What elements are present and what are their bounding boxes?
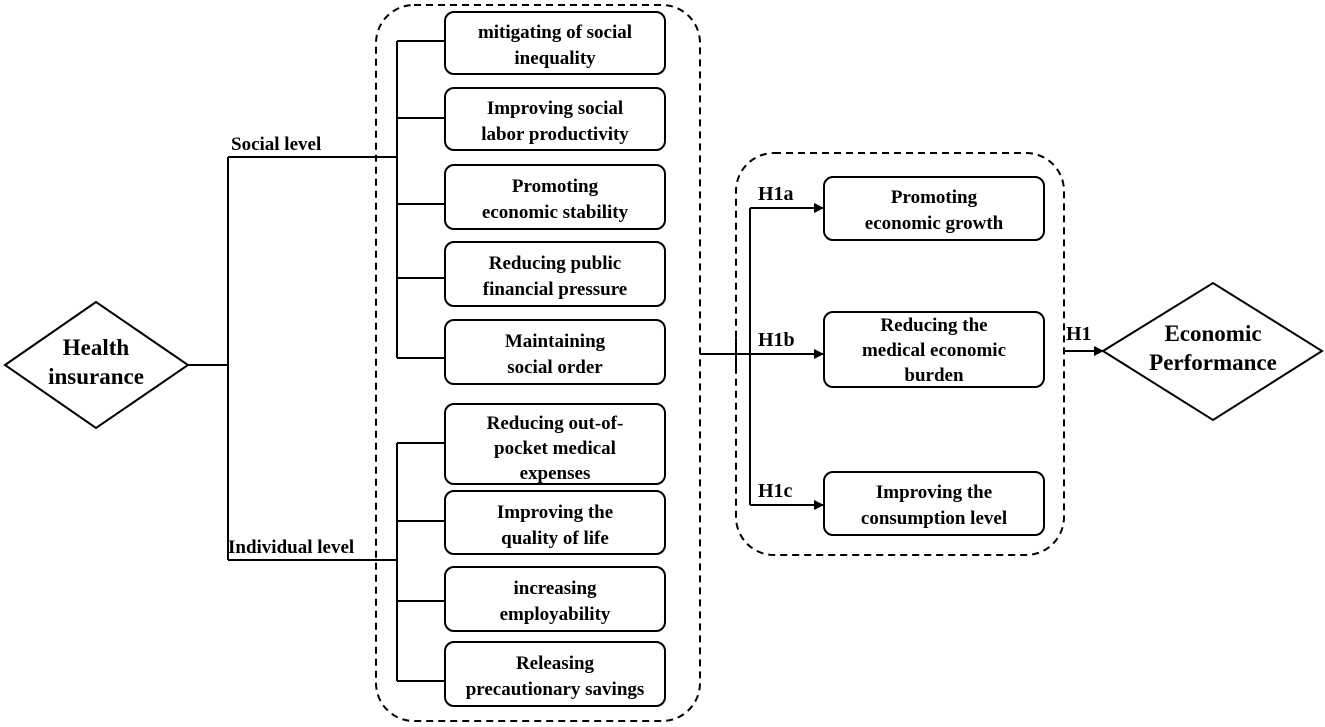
- outcome-box-h1a: Promoting economic growth: [823, 176, 1045, 241]
- outcomes-group: [735, 152, 1065, 556]
- svg-text:Improving the: Improving the: [876, 482, 992, 503]
- mechanisms-group: [375, 4, 701, 722]
- h1-label: H1: [1066, 323, 1092, 345]
- svg-text:economic stability: economic stability: [482, 202, 629, 223]
- svg-text:pocket medical: pocket medical: [494, 438, 616, 459]
- svg-text:social order: social order: [507, 357, 603, 378]
- svg-text:Improving the: Improving the: [497, 502, 613, 523]
- svg-text:consumption level: consumption level: [861, 508, 1007, 529]
- outcome-box-h1b: Reducing the medical economic burden: [823, 311, 1045, 388]
- individual-box: increasing employability: [444, 566, 666, 632]
- individual-box: Releasing precautionary savings: [444, 641, 666, 707]
- economic-performance-node: Economic Performance: [1101, 281, 1324, 422]
- connectors: [188, 40, 1104, 682]
- social-box: Reducing public financial pressure: [444, 241, 666, 307]
- svg-text:precautionary savings: precautionary savings: [466, 679, 645, 700]
- social-box: Promoting economic stability: [444, 164, 666, 230]
- svg-text:Promoting: Promoting: [512, 176, 599, 197]
- svg-text:mitigating of social: mitigating of social: [478, 22, 632, 43]
- svg-text:Reducing out-of-: Reducing out-of-: [487, 413, 624, 434]
- svg-text:labor productivity: labor productivity: [481, 124, 629, 145]
- root-line-2: insurance: [48, 364, 144, 389]
- svg-text:Releasing: Releasing: [516, 653, 595, 674]
- svg-text:Improving social: Improving social: [487, 98, 623, 119]
- social-box: mitigating of social inequality: [444, 11, 666, 75]
- social-box: Improving social labor productivity: [444, 87, 666, 151]
- target-line-1: Economic: [1164, 321, 1261, 346]
- social-box: Maintaining social order: [444, 319, 666, 385]
- svg-text:Maintaining: Maintaining: [505, 331, 606, 352]
- individual-box: Improving the quality of life: [444, 490, 666, 555]
- svg-text:burden: burden: [904, 365, 964, 386]
- svg-text:Promoting: Promoting: [891, 187, 978, 208]
- svg-text:employability: employability: [500, 604, 611, 625]
- svg-text:expenses: expenses: [520, 463, 591, 484]
- svg-text:Reducing public: Reducing public: [489, 253, 622, 274]
- svg-text:economic growth: economic growth: [865, 213, 1004, 234]
- individual-box: Reducing out-of- pocket medical expenses: [444, 403, 666, 485]
- h1a-label: H1a: [758, 183, 794, 205]
- root-line-1: Health: [63, 335, 130, 360]
- health-insurance-node: Health insurance: [3, 300, 190, 430]
- individual-level-label: Individual level: [228, 537, 354, 558]
- target-line-2: Performance: [1149, 350, 1277, 375]
- svg-text:Reducing the: Reducing the: [880, 315, 987, 336]
- outcome-box-h1c: Improving the consumption level: [823, 471, 1045, 536]
- svg-text:quality of life: quality of life: [501, 528, 609, 549]
- svg-text:inequality: inequality: [514, 48, 596, 69]
- svg-text:increasing: increasing: [513, 578, 597, 599]
- svg-text:medical economic: medical economic: [862, 340, 1006, 361]
- h1c-label: H1c: [758, 480, 793, 502]
- h1b-label: H1b: [758, 329, 795, 351]
- social-level-label: Social level: [231, 134, 321, 155]
- svg-text:financial pressure: financial pressure: [483, 279, 627, 300]
